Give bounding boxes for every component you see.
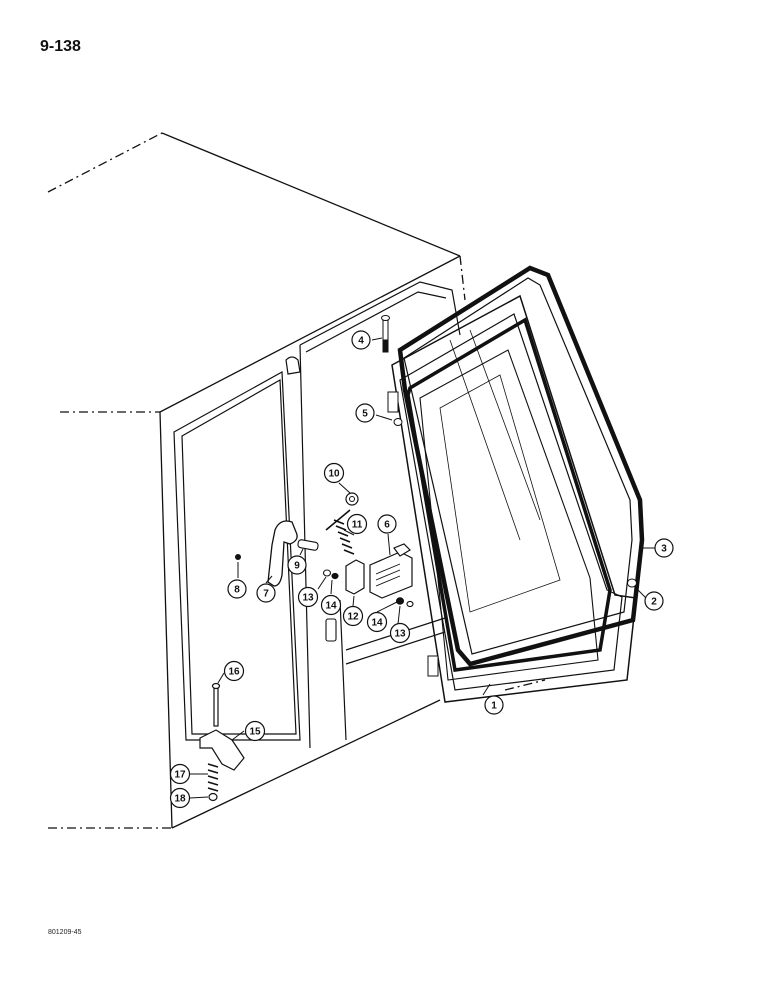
- page-number: 9-138: [40, 38, 81, 55]
- callout-label: 13: [394, 629, 406, 640]
- lower-latch-parts: [199, 682, 245, 802]
- callout-14-left: 14: [320, 594, 342, 616]
- callout-label: 6: [384, 520, 390, 531]
- lock-nut: [345, 492, 359, 506]
- callout-2: 2: [644, 591, 664, 611]
- handle-nut: [235, 554, 241, 560]
- callout-11: 11: [346, 513, 368, 535]
- callout-15: 15: [244, 720, 266, 742]
- callout-13-right: 13: [389, 622, 411, 644]
- latch-block: [345, 559, 365, 595]
- callout-7: 7: [256, 583, 276, 603]
- callout-label: 17: [174, 770, 186, 781]
- callout-label: 11: [352, 520, 363, 531]
- callout-6: 6: [377, 514, 397, 534]
- callout-label: 18: [174, 794, 186, 805]
- callout-label: 8: [234, 585, 240, 596]
- callout-label: 14: [371, 618, 383, 629]
- callout-9: 9: [287, 555, 307, 575]
- hinge-pin: [381, 315, 390, 353]
- callout-label: 14: [325, 601, 337, 612]
- callout-label: 4: [358, 336, 364, 347]
- callout-1: 1: [484, 695, 504, 715]
- callout-5: 5: [355, 403, 375, 423]
- callout-17: 17: [169, 763, 191, 785]
- callout-label: 2: [651, 597, 657, 608]
- callout-label: 9: [294, 561, 300, 572]
- leader-lines: [189, 337, 655, 799]
- callout-4: 4: [351, 330, 371, 350]
- callout-label: 7: [263, 589, 269, 600]
- callout-14-right: 14: [366, 611, 388, 633]
- callout-3: 3: [654, 538, 674, 558]
- spring: [325, 509, 355, 555]
- callout-label: 10: [328, 469, 340, 480]
- callout-label: 16: [228, 667, 240, 678]
- callout-label: 15: [249, 727, 261, 738]
- washers-and-bolts: [322, 569, 414, 642]
- callout-12: 12: [342, 605, 364, 627]
- callout-label: 12: [347, 612, 359, 623]
- callout-16: 16: [223, 660, 245, 682]
- door-seal: [397, 265, 645, 667]
- callout-label: 5: [362, 409, 368, 420]
- latch-assembly: [369, 543, 413, 599]
- latch-pin: [297, 539, 319, 551]
- callout-18: 18: [169, 787, 191, 809]
- figure-code: 801209-45: [48, 929, 82, 936]
- nut-2: [627, 578, 637, 588]
- callout-label: 13: [302, 593, 314, 604]
- callout-13-left: 13: [297, 586, 319, 608]
- callout-label: 3: [661, 544, 667, 555]
- callout-label: 1: [491, 701, 497, 712]
- cab-outline: [47, 132, 546, 829]
- inner-seal: [406, 317, 612, 672]
- nut: [393, 418, 403, 426]
- door-handle: [267, 520, 298, 587]
- callout-10: 10: [323, 462, 345, 484]
- callout-8: 8: [227, 579, 247, 599]
